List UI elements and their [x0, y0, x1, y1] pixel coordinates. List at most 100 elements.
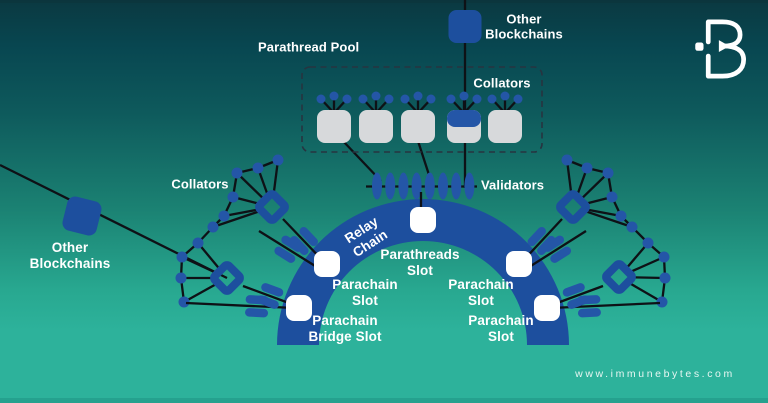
parathreads-slot — [410, 207, 436, 233]
parachain-link-pill — [543, 235, 565, 252]
collator-node-dot — [615, 210, 627, 222]
collator-node-dot — [176, 251, 188, 263]
collator-spoke-line — [631, 276, 666, 280]
parachain-link-pill — [245, 308, 269, 318]
collator-node-dot — [658, 251, 670, 263]
validator-pill — [451, 172, 462, 200]
label-left-collators: Collators — [171, 176, 229, 192]
label-other-blockchains-left: Other Blockchains — [29, 240, 111, 271]
collator-node-dot — [606, 191, 618, 203]
parachain-link-pill — [245, 295, 269, 305]
pool-collator-dot — [342, 94, 352, 104]
parachain-link-pill — [577, 295, 601, 305]
pool-collator-dot — [426, 94, 436, 104]
parachain-link-pill — [299, 227, 318, 247]
collator-node-dot — [602, 167, 614, 179]
collator-spoke-line — [236, 172, 264, 199]
collator-node-dot — [561, 154, 573, 166]
collator-node-dot — [231, 167, 243, 179]
parachain-diamond-icon — [210, 261, 244, 295]
pool-collator-dot — [487, 94, 497, 104]
pool-collator-dot — [371, 91, 381, 101]
pool-collator-dot — [384, 94, 394, 104]
label-parachain-bridge-slot: Parachain Bridge Slot — [308, 313, 382, 344]
logo-play-triangle — [718, 40, 730, 52]
label-other-blockchains-top: Other Blockchains — [485, 11, 563, 42]
logo-i-dot — [695, 42, 704, 51]
validator-pill — [438, 172, 448, 200]
parachain-slot-bottom-right — [534, 295, 560, 321]
relay-chain-arc — [277, 199, 569, 345]
label-parathreads-slot: Parathreads Slot — [380, 247, 460, 278]
collator-node-dot — [642, 237, 654, 249]
pool-collator-dot — [446, 94, 456, 104]
parachain-diamond-icon — [255, 190, 289, 224]
collator-node-dot — [656, 296, 668, 308]
collator-node-dot — [581, 162, 593, 174]
pool-collator-dot — [500, 91, 510, 101]
validator-pill — [464, 172, 475, 200]
validator-pill — [372, 172, 382, 200]
collator-spoke-line — [565, 159, 573, 195]
collator-spoke-line — [585, 208, 622, 218]
collator-node-dot — [178, 296, 190, 308]
parachain-link-pill — [550, 246, 572, 263]
collator-spoke-line — [212, 210, 261, 229]
collator-node-dot — [175, 272, 187, 284]
bottom-edge-strip — [0, 398, 768, 403]
pool-collator-dot — [472, 94, 482, 104]
pool-collator-dot — [413, 91, 423, 101]
collator-spoke-line — [223, 208, 260, 218]
immunebytes-logo-icon — [695, 19, 747, 79]
pool-collator-dot — [316, 94, 326, 104]
collator-spoke-line — [630, 255, 665, 273]
parathread-block — [317, 110, 351, 143]
validator-pill — [411, 172, 422, 200]
parachain-diamond-icon — [556, 190, 590, 224]
label-parachain-slot-right: Parachain Slot — [448, 277, 514, 308]
parathread-block — [488, 110, 522, 143]
parathread-block — [401, 110, 435, 143]
collator-spoke-line — [584, 210, 633, 229]
label-parachain-slot-left: Parachain Slot — [332, 277, 398, 308]
label-parathread-pool: Parathread Pool — [258, 39, 360, 55]
collator-spoke-line — [183, 283, 217, 304]
top-edge-strip — [0, 0, 768, 3]
pool-collator-dot — [400, 94, 410, 104]
parachain-slot-right — [506, 251, 532, 277]
parachain-link-pill — [281, 235, 303, 252]
collator-node-dot — [192, 237, 204, 249]
parachain-link-pill — [261, 283, 284, 297]
website-watermark: www.immunebytes.com — [575, 368, 735, 380]
label-parachain-slot-bottom-right: Parachain Slot — [468, 313, 534, 344]
collator-spoke-line — [272, 159, 280, 195]
label-validators: Validators — [481, 177, 545, 193]
collator-node-dot — [272, 154, 284, 166]
parachain-link-pill — [274, 246, 296, 263]
collator-spoke-line — [581, 172, 609, 199]
parathread-block-active-cap — [447, 110, 481, 127]
pool-collator-dot — [459, 91, 469, 101]
collator-node-dot — [659, 272, 671, 284]
collator-spoke-line — [181, 255, 216, 274]
pool-collator-dot — [329, 91, 339, 101]
parachain-slot-left — [314, 251, 340, 277]
parachain-link-pill — [527, 227, 546, 247]
parathread-pool-box — [301, 66, 543, 153]
logo-bottom-bowl — [705, 43, 747, 79]
parachain-bridge-slot — [286, 295, 312, 321]
label-pool-collators: Collators — [473, 75, 531, 91]
validator-pill — [424, 172, 435, 200]
parathread-block — [359, 110, 393, 143]
collator-node-dot — [227, 191, 239, 203]
validator-pill — [398, 172, 409, 200]
logo-top-bowl — [705, 19, 743, 49]
other-blockchains-block-left — [62, 196, 102, 236]
collator-spoke-line — [629, 282, 663, 303]
collator-node-dot — [626, 221, 638, 233]
other-blockchains-block-top — [448, 10, 482, 43]
collator-node-dot — [218, 210, 230, 222]
collator-node-dot — [252, 162, 264, 174]
